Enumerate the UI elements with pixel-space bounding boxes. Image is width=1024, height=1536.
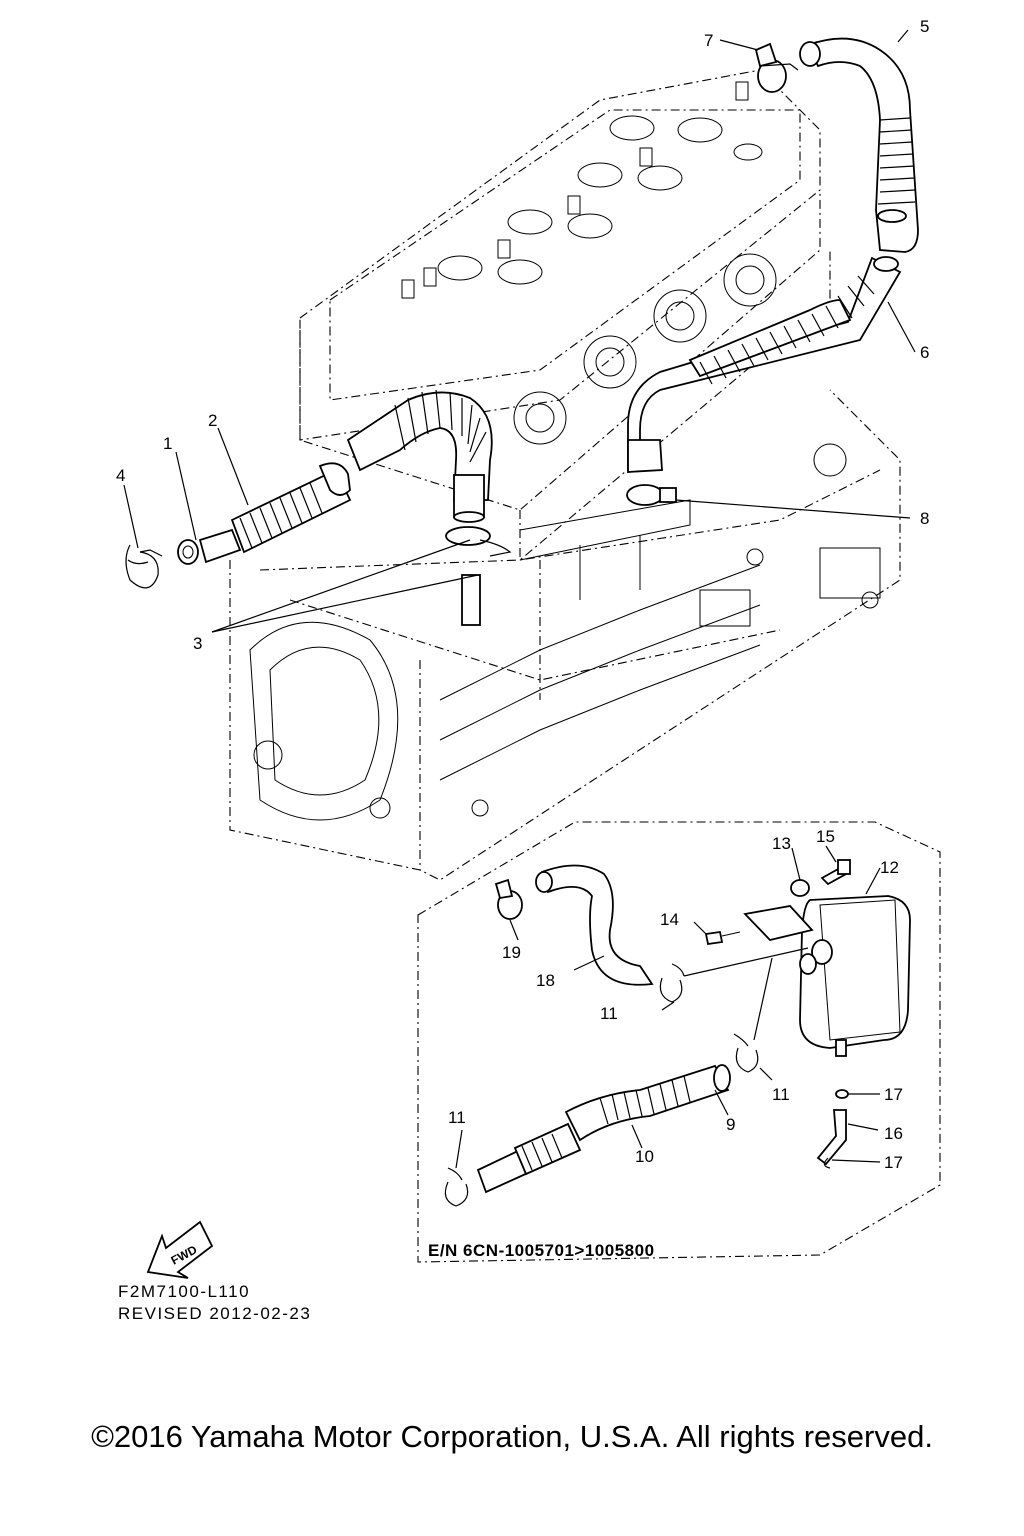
- part-8-clamp: [626, 484, 677, 506]
- callout-11-c: 11: [448, 1108, 466, 1127]
- callout-17-a: 17: [884, 1085, 903, 1104]
- callout-14: 14: [660, 910, 679, 929]
- part-11-clip-c: [444, 1167, 469, 1207]
- callout-3: 3: [193, 634, 202, 653]
- callout-13: 13: [772, 834, 791, 853]
- part-17-clip-b: [823, 1157, 831, 1169]
- elbow-hose: [346, 389, 493, 523]
- callout-numbers: 1 2 3 4 5 6 7 8 9 10 11 11 11 12 13 14 1…: [116, 17, 929, 1172]
- callout-16: 16: [884, 1124, 903, 1143]
- callout-5: 5: [920, 17, 929, 36]
- part-5-hose: [799, 37, 919, 253]
- callout-1: 1: [163, 434, 172, 453]
- callout-15: 15: [816, 827, 835, 846]
- part-3-o-ring: [445, 526, 512, 557]
- part-7-clamp: [754, 42, 799, 93]
- part-16-pipe: [816, 1109, 847, 1166]
- part-14-bolt: [704, 930, 741, 946]
- callout-17-b: 17: [884, 1153, 903, 1172]
- callout-10: 10: [635, 1147, 654, 1166]
- part-1-hose-end: [177, 539, 199, 565]
- part-11-clip-b: [733, 1033, 759, 1073]
- part-15-bolt: [820, 859, 851, 886]
- callout-18: 18: [536, 971, 555, 990]
- leader-lines: [123, 29, 916, 1169]
- fitting-pipe: [461, 574, 481, 626]
- callout-8: 8: [920, 509, 929, 528]
- callout-19: 19: [502, 943, 521, 962]
- part-6-hose: [627, 256, 902, 473]
- part-19-clamp: [494, 878, 523, 920]
- part-13-grommet: [790, 879, 810, 897]
- callout-7: 7: [704, 31, 713, 50]
- callout-4: 4: [116, 466, 125, 485]
- part-12-oil-cooler: [743, 895, 911, 1057]
- callout-11-b: 11: [772, 1085, 790, 1104]
- copyright-notice: ©2016 Yamaha Motor Corporation, U.S.A. A…: [91, 1419, 933, 1454]
- callout-9: 9: [726, 1115, 735, 1134]
- part-11-clip-a: [659, 963, 685, 1003]
- part-18-hose: [535, 864, 654, 986]
- engine-block-outline: [229, 69, 901, 881]
- revision-date: REVISED 2012-02-23: [118, 1304, 312, 1323]
- callout-12: 12: [880, 858, 899, 877]
- fwd-arrow-icon: FWD: [146, 1220, 214, 1279]
- part-2-breather-hose: [198, 462, 352, 564]
- part-9-hose: [564, 1064, 731, 1142]
- document-code: F2M7100-L110: [118, 1282, 251, 1301]
- callout-2: 2: [208, 411, 217, 430]
- part-10-hose: [476, 1122, 582, 1194]
- engine-number-range: E/N 6CN-1005701>1005800: [428, 1241, 655, 1260]
- part-4-clip: [125, 544, 163, 589]
- inset-border: [417, 821, 941, 1263]
- callout-6: 6: [920, 343, 929, 362]
- callout-11-a: 11: [600, 1004, 618, 1023]
- part-17-clip-a: [835, 1089, 849, 1099]
